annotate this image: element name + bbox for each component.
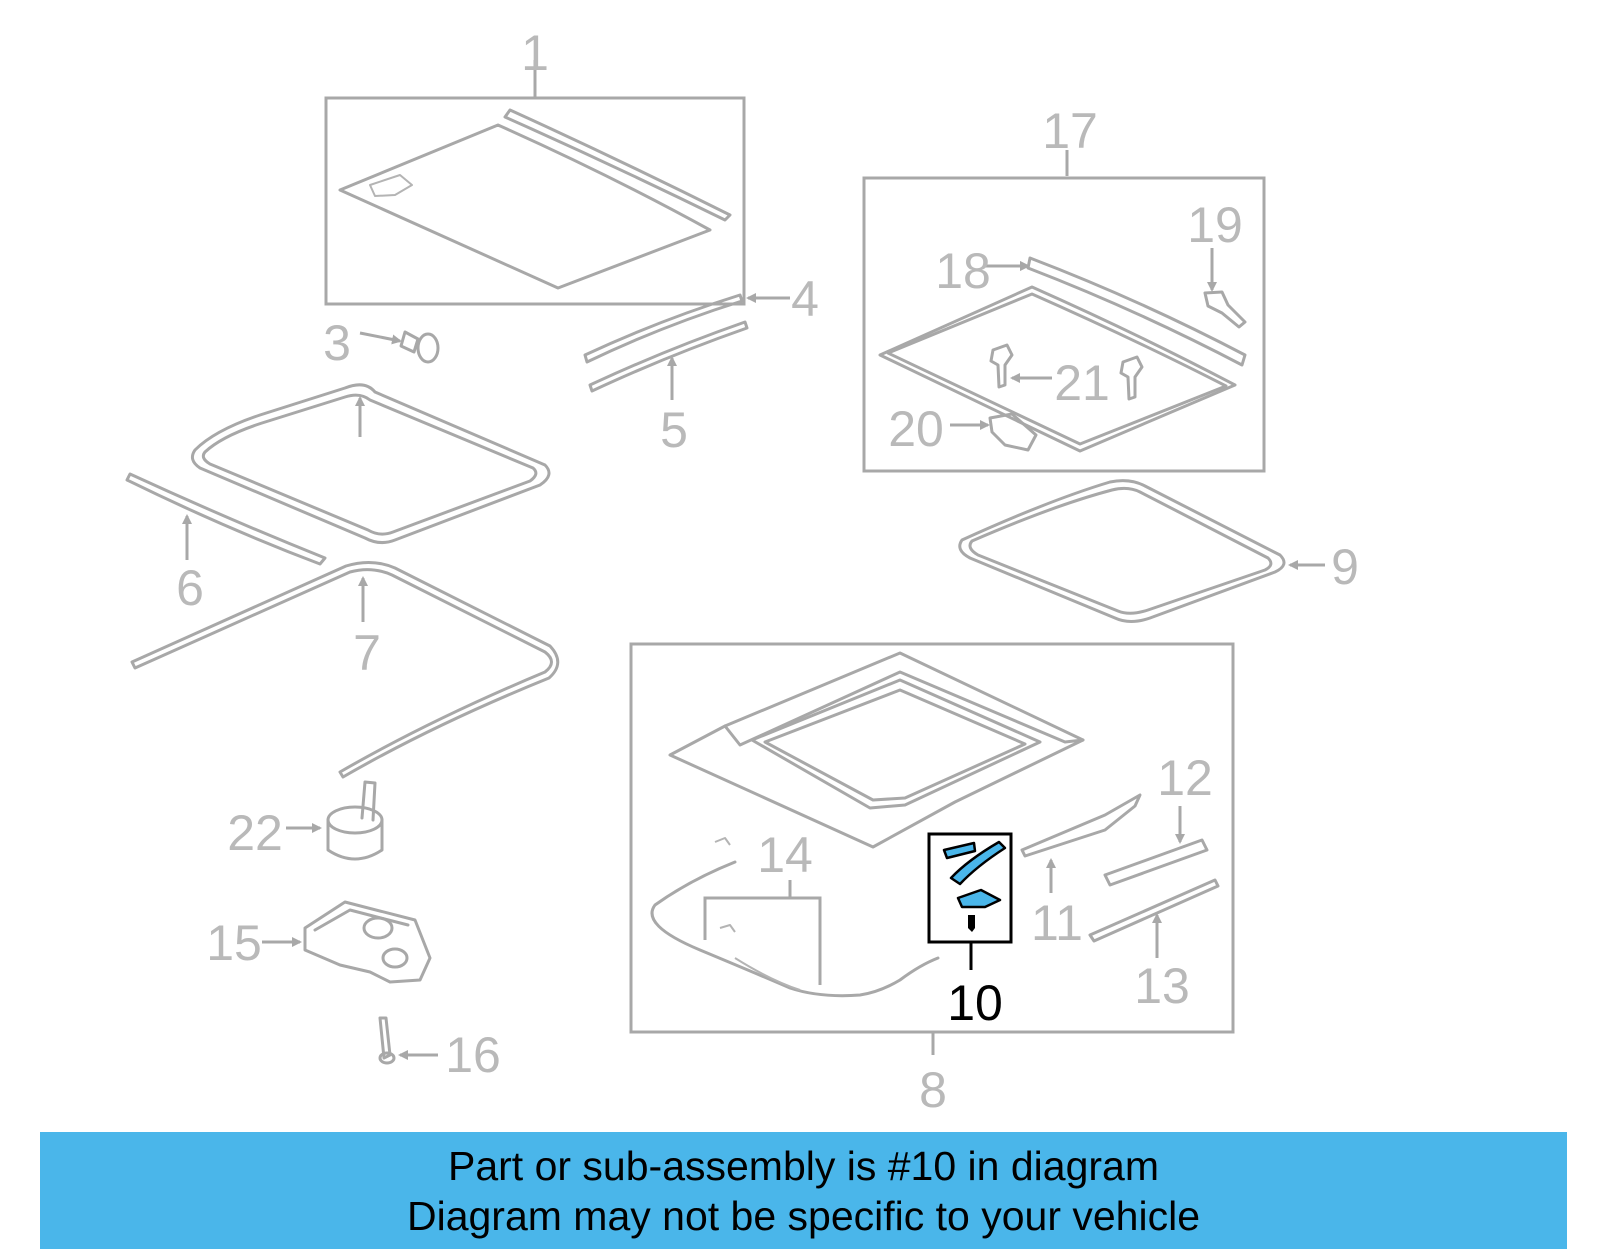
callout-13: 13 <box>1134 958 1190 1014</box>
parts-4-5-rails <box>583 293 790 400</box>
callout-10: 10 <box>947 975 1003 1031</box>
callout-labels: 1 3 4 5 6 7 8 9 10 11 12 13 14 15 16 17 … <box>176 25 1359 1118</box>
callout-4: 4 <box>791 271 819 327</box>
part-17-group <box>862 150 1266 473</box>
callout-22: 22 <box>227 805 283 861</box>
callout-18: 18 <box>935 243 991 299</box>
callout-16: 16 <box>445 1027 501 1083</box>
part-3-bolt <box>359 330 440 364</box>
callout-6: 6 <box>176 560 204 616</box>
callout-5: 5 <box>660 402 688 458</box>
part-10-bracket-a <box>942 841 977 860</box>
callout-1: 1 <box>521 25 549 81</box>
part-6-front-strip <box>125 472 327 566</box>
part-10-highlight-box <box>927 832 1013 970</box>
callout-11: 11 <box>1031 895 1083 951</box>
part-9-seal <box>958 479 1325 623</box>
callout-20: 20 <box>888 401 944 457</box>
upper-seal-frame <box>190 383 551 545</box>
part-16-pin <box>378 1016 438 1065</box>
callout-7: 7 <box>353 625 381 681</box>
part-22-motor <box>286 780 384 861</box>
callout-19: 19 <box>1187 197 1243 253</box>
part-10-clip <box>956 888 1002 909</box>
part-10-bracket-b <box>949 840 1007 886</box>
callout-3: 3 <box>323 315 351 371</box>
callout-21: 21 <box>1054 355 1110 411</box>
callout-15: 15 <box>206 915 262 971</box>
callout-17: 17 <box>1042 103 1098 159</box>
part-15-drive-unit <box>262 900 432 984</box>
part-7-large-seal <box>130 561 560 779</box>
banner-line-2: Diagram may not be specific to your vehi… <box>406 1192 1200 1239</box>
callout-9: 9 <box>1331 539 1359 595</box>
part-8-frame-group <box>629 642 1235 1055</box>
callout-8: 8 <box>919 1062 947 1118</box>
callout-14: 14 <box>757 827 813 883</box>
part-1-glass-panel-group <box>324 60 746 306</box>
callout-12: 12 <box>1157 750 1213 806</box>
info-banner: Part or sub-assembly is #10 in diagram D… <box>40 1132 1567 1249</box>
banner-line-1: Part or sub-assembly is #10 in diagram <box>448 1142 1159 1189</box>
part-10-screw <box>968 915 975 932</box>
